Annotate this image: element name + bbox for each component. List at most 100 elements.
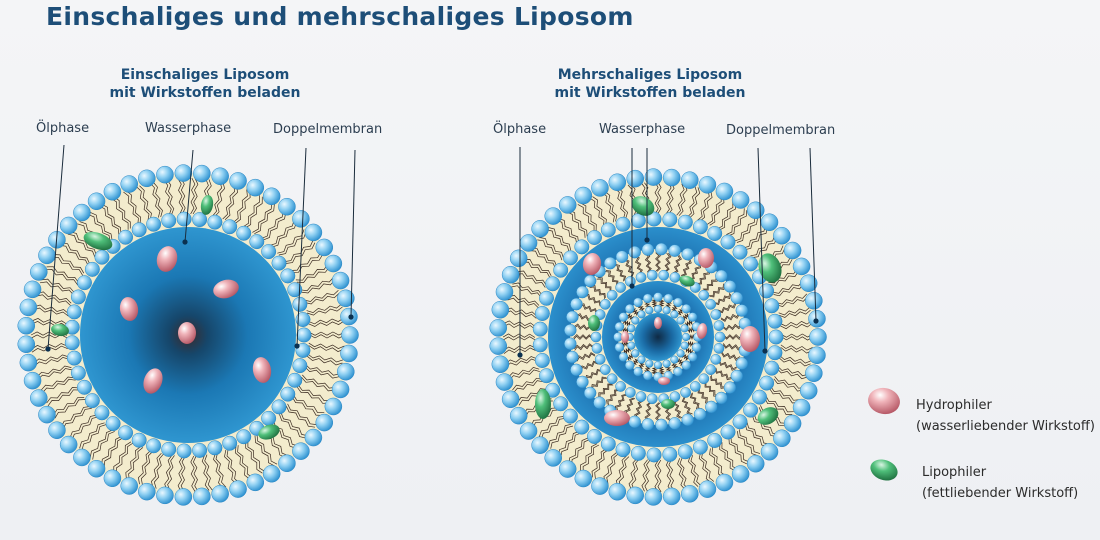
lipid-head xyxy=(591,477,609,495)
lipid-head xyxy=(698,373,710,385)
lipid-tail xyxy=(597,277,612,292)
lipid-head xyxy=(532,337,548,353)
lipid-head xyxy=(698,176,717,194)
lipid-tail xyxy=(655,252,660,272)
lipid-tail xyxy=(718,361,737,371)
lipid-head xyxy=(519,422,538,440)
lipid-tail xyxy=(116,442,134,475)
lipid-tail xyxy=(232,189,248,223)
lipid-tail xyxy=(628,458,638,490)
lipid-tail xyxy=(721,352,740,361)
lipid-head xyxy=(591,343,603,354)
lipid-tail xyxy=(214,181,225,218)
lipid-head xyxy=(730,369,744,383)
lipid-tail xyxy=(123,191,139,225)
lipid-tail xyxy=(138,450,152,485)
lipid-tail xyxy=(659,299,665,307)
lipid-tail xyxy=(726,208,745,235)
lipid-head xyxy=(278,197,296,216)
lipid-head xyxy=(23,280,42,299)
lipid-tail xyxy=(596,278,611,293)
left-oil-leader xyxy=(47,144,65,350)
lipid-head xyxy=(23,371,42,390)
lipid-tail xyxy=(505,307,537,317)
lipid-head xyxy=(87,192,106,211)
lipid-head xyxy=(627,324,636,333)
lipid-tail xyxy=(780,344,813,351)
lipid-head xyxy=(271,255,287,271)
lipid-tail xyxy=(177,178,183,215)
lipid-tail xyxy=(644,366,650,374)
lipid-tail xyxy=(79,422,105,449)
lipid-head xyxy=(642,293,653,304)
lipid-head xyxy=(628,245,641,259)
lipid-tail xyxy=(46,266,79,284)
lipid-tail xyxy=(769,388,799,404)
lipid-tail xyxy=(722,323,742,330)
right-water-leader-2-dot xyxy=(644,237,650,243)
lipid-tail xyxy=(517,388,547,403)
lipid-tail xyxy=(304,366,340,379)
lipid-tail xyxy=(87,213,111,243)
lipid-tail xyxy=(678,184,688,216)
lipid-head xyxy=(658,269,670,281)
lipid-head xyxy=(681,413,694,427)
lipid-tail xyxy=(591,448,607,478)
lipid-head xyxy=(246,178,265,197)
lipid-tail xyxy=(592,377,608,391)
lipid-head xyxy=(341,326,359,344)
lipid-tail xyxy=(682,258,692,277)
lipid-tail xyxy=(571,439,590,466)
lipid-tail xyxy=(502,333,536,338)
lipid-tail xyxy=(568,437,588,464)
lipid-tail xyxy=(573,334,593,339)
lipid-tail xyxy=(615,455,627,487)
lipid-tail xyxy=(737,431,758,456)
lipid-tail xyxy=(573,335,593,340)
lipid-head xyxy=(534,353,550,368)
legend-lipophilic-line1: Lipophiler xyxy=(922,465,987,480)
lipid-head xyxy=(532,321,548,337)
lipid-head xyxy=(120,477,138,495)
lipid-head xyxy=(805,292,823,310)
lipid-head xyxy=(615,442,631,458)
lipid-head xyxy=(87,459,106,478)
lipid-tail xyxy=(306,303,343,313)
lipid-tail xyxy=(306,306,343,316)
lipid-tail xyxy=(656,252,661,272)
lipid-tail xyxy=(665,252,672,273)
lipid-head xyxy=(681,360,692,371)
lipid-head xyxy=(271,399,287,415)
page-title: Einschaliges und mehrschaliges Liposom xyxy=(46,2,634,31)
hydrophilic-drug xyxy=(698,248,714,268)
lipid-head xyxy=(591,179,609,197)
lipid-tail xyxy=(47,389,81,407)
lipid-head xyxy=(280,386,296,402)
lipid-tail xyxy=(149,182,161,218)
lipid-head xyxy=(799,274,818,292)
lipid-tail xyxy=(59,245,89,267)
hydrophilic-drug xyxy=(178,322,196,344)
lipid-tail xyxy=(723,335,743,340)
lipid-tail xyxy=(728,210,748,237)
lipid-head xyxy=(84,261,100,277)
lipid-head xyxy=(637,310,646,319)
lipid-tail xyxy=(703,276,718,291)
lipid-tail xyxy=(244,196,263,229)
lipid-tail xyxy=(531,247,558,267)
lipid-head xyxy=(489,337,508,355)
legend-hydrophilic-text: Hydrophiler (wasserliebender Wirkstoff) xyxy=(916,395,1095,437)
lipid-tail xyxy=(516,273,546,288)
lipid-head xyxy=(176,443,192,459)
lipid-head xyxy=(280,268,296,284)
lipid-tail xyxy=(774,376,805,389)
lipid-tail xyxy=(558,431,580,456)
lipid-head xyxy=(680,387,691,398)
lipid-tail xyxy=(568,209,588,237)
lipid-tail xyxy=(579,360,598,371)
lipid-head xyxy=(161,441,177,457)
lipid-head xyxy=(615,216,631,232)
lipid-head xyxy=(315,238,334,257)
lipid-head xyxy=(732,244,748,260)
